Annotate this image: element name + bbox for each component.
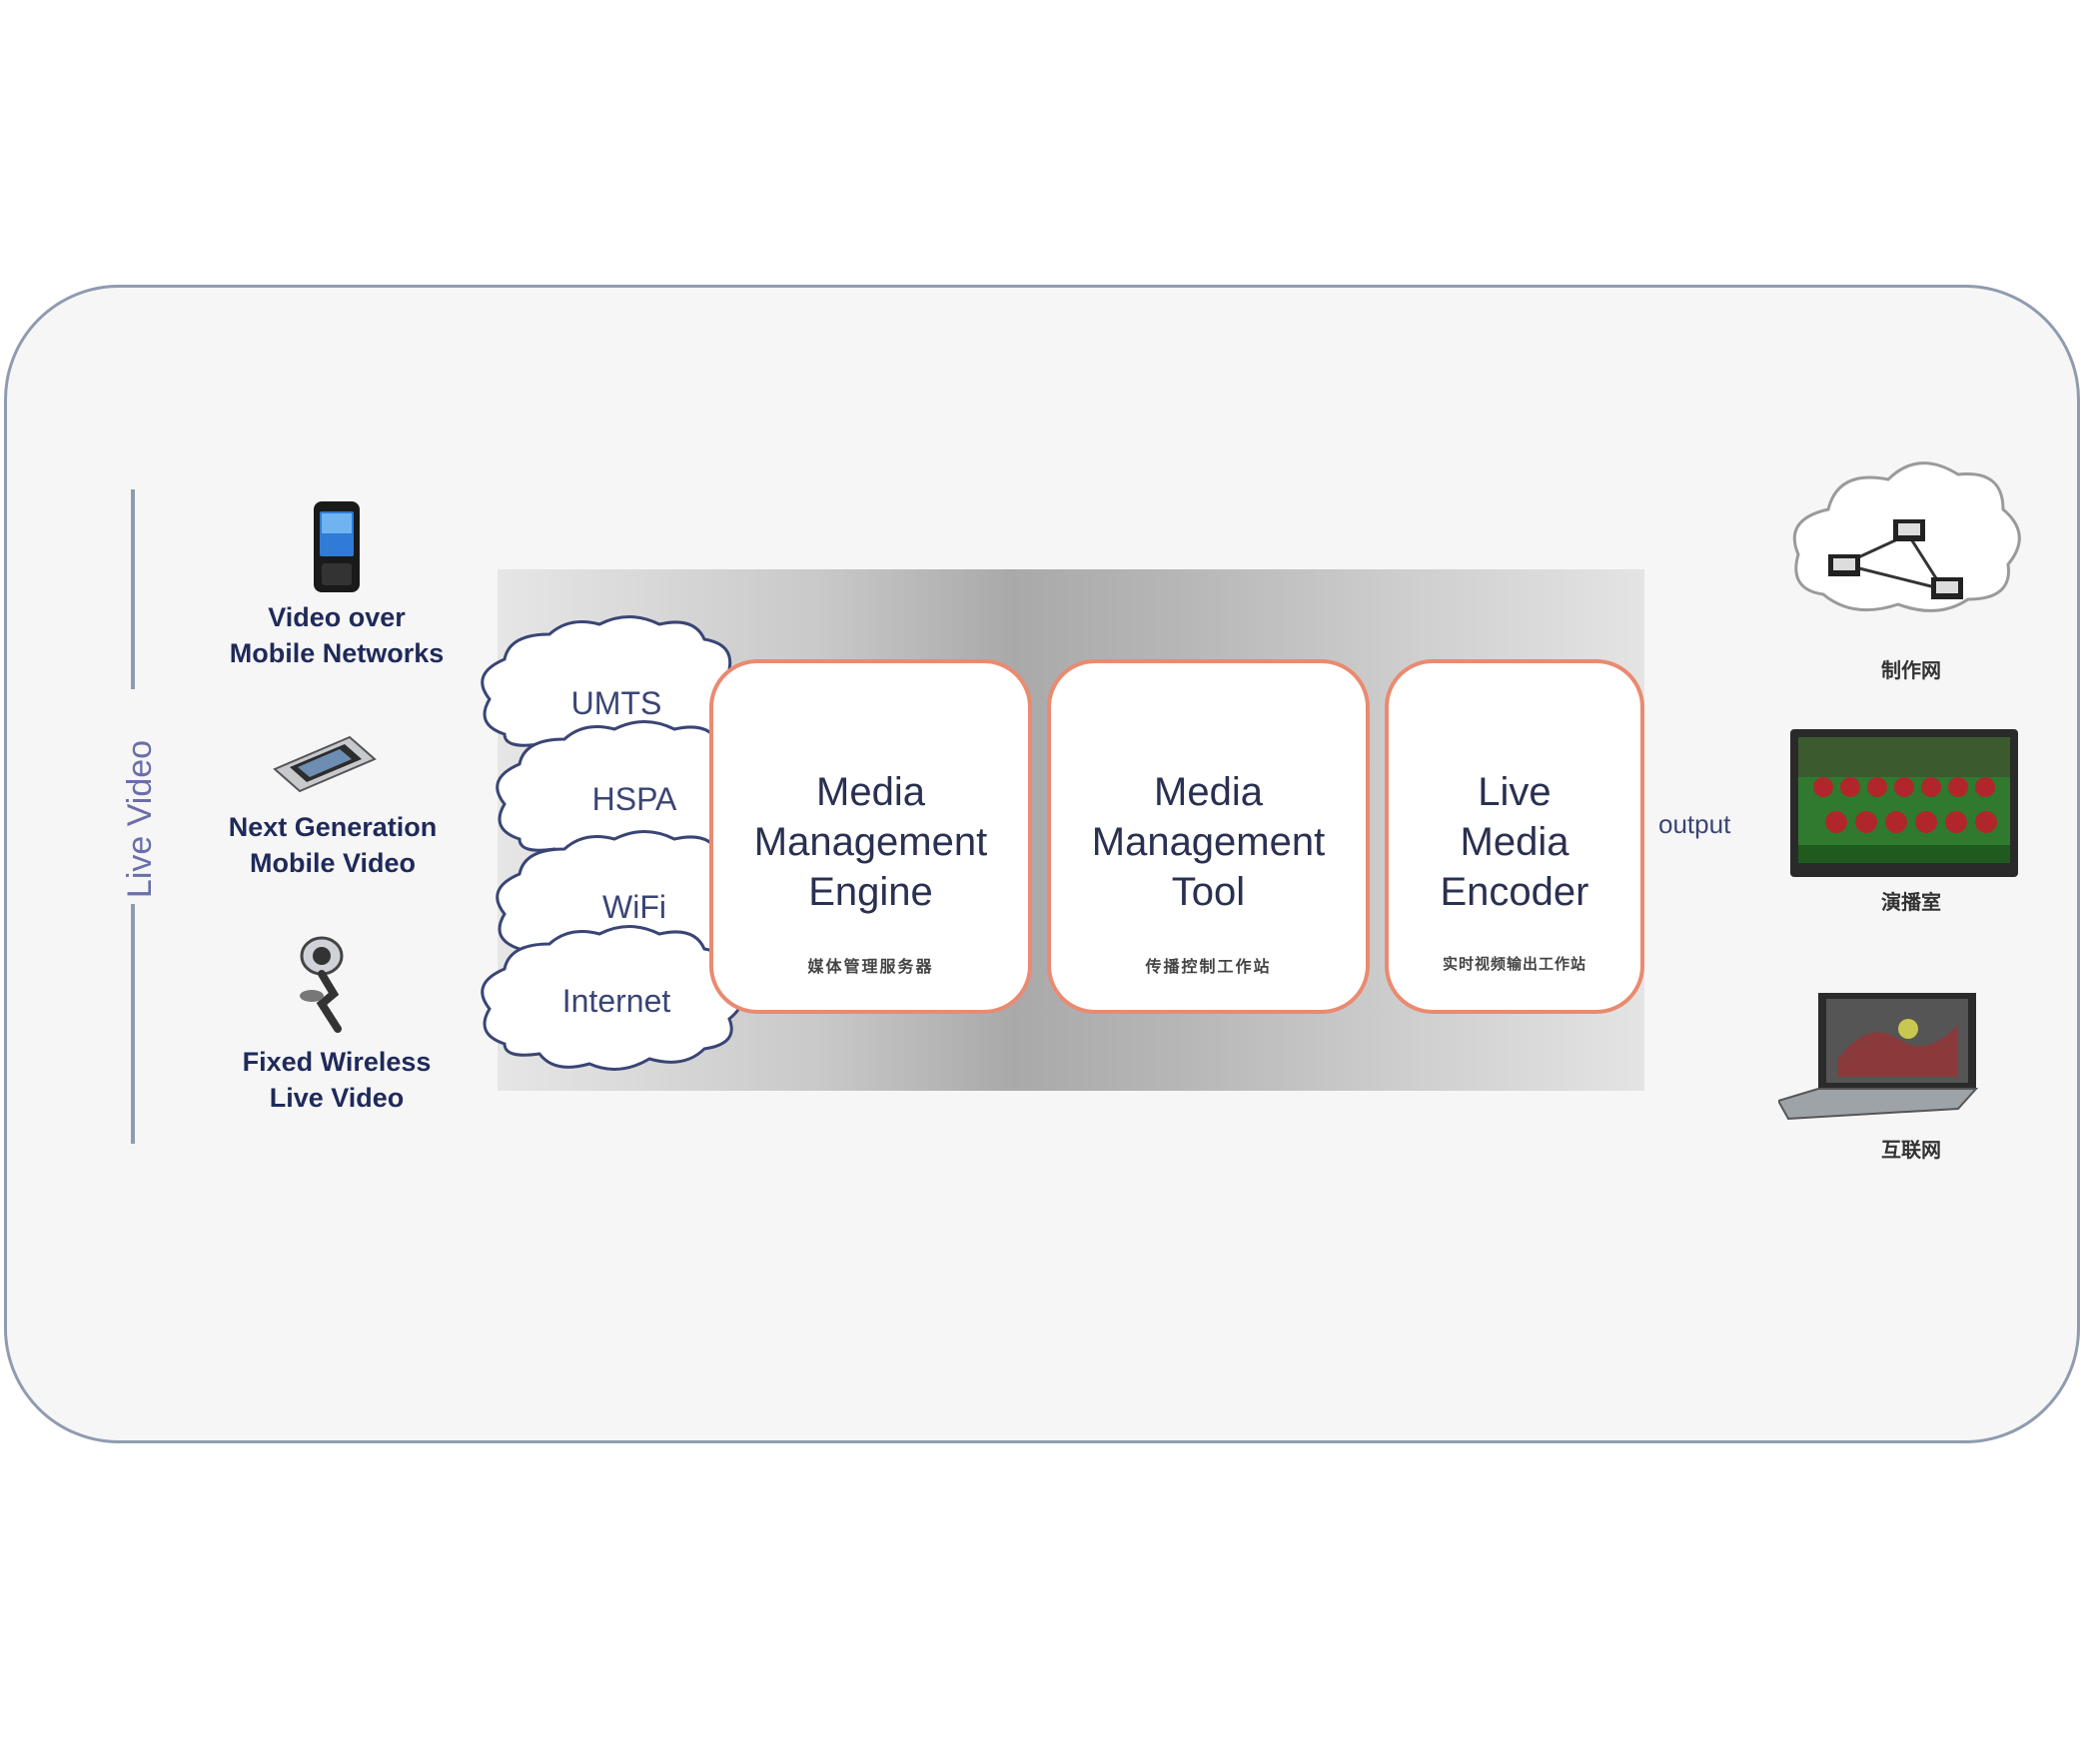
handheld-device-icon	[273, 735, 377, 793]
network-cloud-icon	[1792, 461, 2021, 612]
network-umts-label: UMTS	[570, 685, 662, 721]
output-production-network-label: 制作网	[1881, 660, 1941, 682]
network-wifi-label: WiFi	[602, 889, 666, 925]
live-video-line-top	[131, 489, 135, 689]
output-studio-label: 演播室	[1881, 892, 1941, 914]
media-management-engine-subtitle: 媒体管理服务器	[807, 959, 934, 976]
output-label: output	[1658, 809, 1731, 839]
tv-screen-icon	[1790, 729, 2018, 877]
mobile-phone-icon	[314, 501, 360, 592]
network-hspa-label: HSPA	[591, 781, 677, 817]
webcam-icon	[300, 936, 344, 1033]
laptop-icon	[1778, 993, 1978, 1121]
network-internet-label: Internet	[561, 983, 671, 1019]
output-internet-label: 互联网	[1881, 1140, 1941, 1162]
live-media-encoder-subtitle: 实时视频输出工作站	[1442, 956, 1586, 973]
media-management-tool-subtitle: 传播控制工作站	[1145, 959, 1272, 976]
live-video-line-bottom	[131, 904, 135, 1144]
